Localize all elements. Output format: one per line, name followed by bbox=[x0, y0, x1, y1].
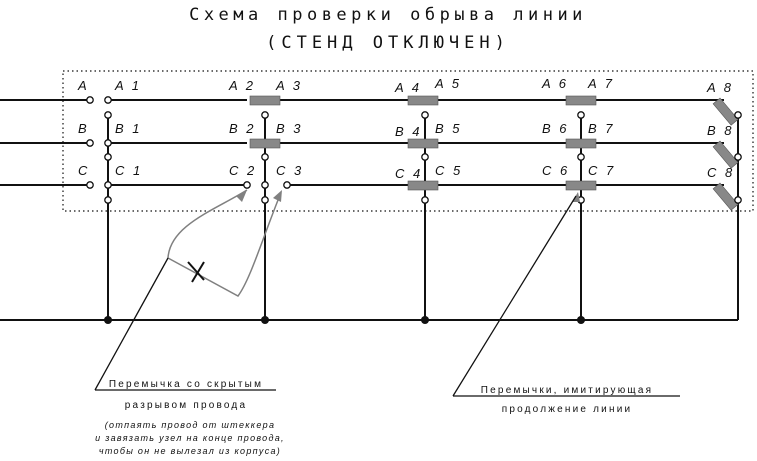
bus-node-7 bbox=[577, 316, 585, 324]
jumper-a4-a5 bbox=[407, 95, 439, 106]
label-a2: A 2 bbox=[228, 78, 256, 93]
label-b6: B 6 bbox=[542, 121, 569, 136]
phase-label-a: A bbox=[77, 78, 89, 93]
jumper-b8 bbox=[712, 140, 739, 169]
terminal-a1-low bbox=[104, 111, 112, 119]
label-b3: B 3 bbox=[276, 121, 303, 136]
label-c4: C 4 bbox=[395, 166, 423, 181]
callout-left-leader bbox=[94, 257, 169, 391]
terminal-a3-low bbox=[261, 111, 269, 119]
label-b7: B 7 bbox=[588, 121, 615, 136]
label-a7: A 7 bbox=[587, 76, 615, 91]
label-b2: B 2 bbox=[229, 121, 256, 136]
terminal-b5-low bbox=[421, 153, 429, 161]
callout-right-line-1: Перемычки, имитирующая bbox=[481, 385, 653, 396]
terminal-c2 bbox=[243, 181, 251, 189]
label-b5: B 5 bbox=[435, 121, 462, 136]
jumper-b2-b3 bbox=[249, 138, 281, 149]
terminal-a8-low bbox=[734, 111, 742, 119]
terminal-a bbox=[86, 96, 94, 104]
arrow-head-c2 bbox=[236, 190, 247, 202]
terminal-c bbox=[86, 181, 94, 189]
terminal-c8-low bbox=[734, 196, 742, 204]
callout-left-note-1: (отпаять провод от штеккера bbox=[105, 420, 276, 430]
label-a1: A 1 bbox=[114, 78, 142, 93]
title-line-1: Схема проверки обрыва линии bbox=[189, 5, 587, 25]
label-c7: C 7 bbox=[588, 163, 616, 178]
terminal-c3-low bbox=[261, 196, 269, 204]
broken-jumper-wire-1 bbox=[167, 189, 248, 259]
label-b8: B 8 bbox=[707, 123, 734, 138]
callout-right-leader bbox=[452, 195, 577, 397]
terminal-c3-tap bbox=[261, 181, 269, 189]
label-c6: C 6 bbox=[542, 163, 570, 178]
label-b4: B 4 bbox=[395, 124, 422, 139]
callout-left-line-2: разрывом провода bbox=[125, 400, 247, 411]
phase-label-c: C bbox=[78, 163, 90, 178]
broken-jumper-wire-2 bbox=[167, 194, 281, 297]
callout-left-note-2: и завязать узел на конце провода, bbox=[95, 433, 285, 443]
terminal-b3-low bbox=[261, 153, 269, 161]
label-a3: A 3 bbox=[275, 78, 303, 93]
jumper-a6-a7 bbox=[565, 95, 597, 106]
jumper-b6-b7 bbox=[565, 138, 597, 149]
label-c1: C 1 bbox=[115, 163, 143, 178]
label-a5: A 5 bbox=[434, 76, 462, 91]
terminal-c3 bbox=[283, 181, 291, 189]
terminal-b1-low bbox=[104, 153, 112, 161]
label-c8: C 8 bbox=[707, 165, 735, 180]
title-line-2: (СТЕНД ОТКЛЮЧЕН) bbox=[266, 33, 510, 53]
jumper-c4-c5 bbox=[407, 180, 439, 191]
jumper-b4-b5 bbox=[407, 138, 439, 149]
jumper-a8 bbox=[712, 97, 739, 126]
terminal-a5-low bbox=[421, 111, 429, 119]
terminal-c5-low bbox=[421, 196, 429, 204]
jumper-a2-a3 bbox=[249, 95, 281, 106]
label-c2: C 2 bbox=[229, 163, 257, 178]
stand-boundary bbox=[62, 70, 754, 212]
terminal-a7-low bbox=[577, 111, 585, 119]
bus-node-1 bbox=[104, 316, 112, 324]
label-a4: A 4 bbox=[394, 80, 422, 95]
terminal-c1-low bbox=[104, 196, 112, 204]
jumper-c6-c7 bbox=[565, 180, 597, 191]
terminal-b bbox=[86, 139, 94, 147]
terminal-b7-low bbox=[577, 153, 585, 161]
label-a6: A 6 bbox=[541, 76, 569, 91]
callout-left-note-3: чтобы он не вылезал из корпуса) bbox=[99, 446, 281, 456]
terminal-b1 bbox=[104, 139, 112, 147]
callout-right-line-2: продолжение линии bbox=[502, 404, 633, 415]
break-mark-1 bbox=[187, 261, 205, 281]
bus-node-3 bbox=[261, 316, 269, 324]
callout-left-line-1: Перемычка со скрытым bbox=[109, 379, 263, 390]
jumper-c8 bbox=[712, 182, 739, 211]
phase-label-b: B bbox=[78, 121, 89, 136]
terminals bbox=[86, 96, 742, 204]
bus-node-5 bbox=[421, 316, 429, 324]
label-c5: C 5 bbox=[435, 163, 463, 178]
terminal-a1 bbox=[104, 96, 112, 104]
label-b1: B 1 bbox=[115, 121, 142, 136]
label-a8: A 8 bbox=[706, 80, 734, 95]
break-mark-2 bbox=[191, 261, 205, 283]
label-c3: C 3 bbox=[276, 163, 304, 178]
terminal-c1 bbox=[104, 181, 112, 189]
arrow-head-c3 bbox=[273, 190, 282, 202]
terminal-b8-low bbox=[734, 153, 742, 161]
